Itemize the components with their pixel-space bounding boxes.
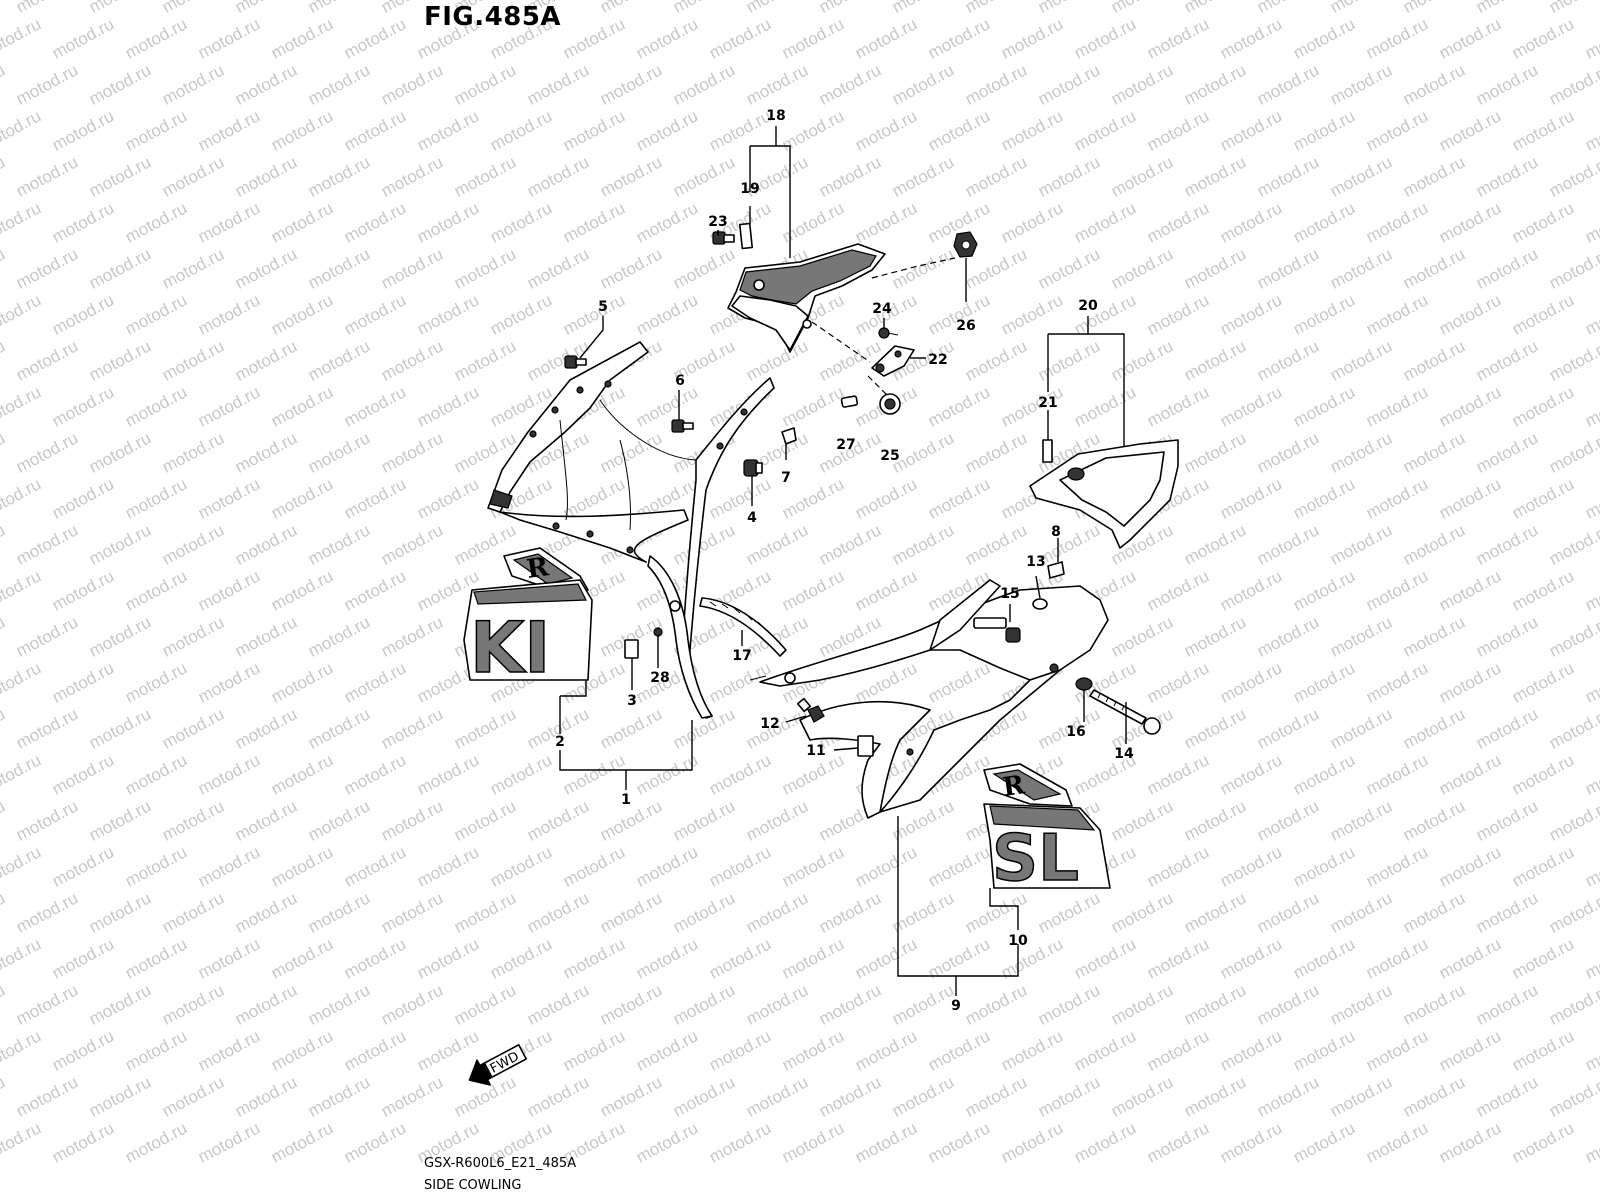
bolt-23 xyxy=(712,231,735,245)
bolt-5 xyxy=(564,355,587,369)
svg-text:SL: SL xyxy=(992,822,1079,896)
screw-28 xyxy=(653,627,663,637)
callout-9: 9 xyxy=(951,998,961,1014)
callout-14: 14 xyxy=(1114,746,1134,762)
callout-lines xyxy=(559,126,1127,996)
callout-24: 24 xyxy=(872,301,892,317)
callout-4: 4 xyxy=(747,510,757,526)
callout-1: 1 xyxy=(621,792,631,808)
leader-22 xyxy=(811,321,871,363)
callout-26: 26 xyxy=(956,318,975,334)
callout-16: 16 xyxy=(1066,724,1085,740)
callout-15: 15 xyxy=(1000,586,1019,602)
footer-model-code: GSX-R600L6_E21_485A xyxy=(424,1156,577,1171)
inner-cover-part xyxy=(1029,439,1179,549)
clip-27 xyxy=(840,395,859,408)
figure-title: FIG.485A xyxy=(424,2,562,32)
svg-text:R: R xyxy=(525,552,551,585)
leader-26 xyxy=(871,257,956,279)
decal-side-upper: KI xyxy=(463,579,593,690)
svg-text:KI: KI xyxy=(470,607,550,689)
sticker-11 xyxy=(857,735,874,757)
sticker-21 xyxy=(1042,439,1053,463)
footer-section-name: SIDE COWLING xyxy=(424,1178,522,1193)
washer-16 xyxy=(1075,677,1093,691)
callout-19: 19 xyxy=(740,181,759,197)
callout-8: 8 xyxy=(1051,524,1061,540)
emblem-gsxr-upper: R xyxy=(503,547,589,591)
grommet-25 xyxy=(879,393,901,415)
callout-5: 5 xyxy=(598,299,608,315)
callout-13: 13 xyxy=(1026,554,1045,570)
sticker-3 xyxy=(624,639,639,659)
callout-11: 11 xyxy=(806,743,825,759)
upper-bracket-part xyxy=(727,243,886,353)
emblem-gsxr-lower: R xyxy=(983,763,1073,807)
callout-labels: 18 19 23 24 26 22 5 6 7 4 27 25 20 21 8 … xyxy=(555,108,1134,1014)
callout-17: 17 xyxy=(732,648,751,664)
grommet-4 xyxy=(743,459,763,477)
decal-side-lower: SL xyxy=(983,803,1111,897)
collar-15 xyxy=(973,617,1021,643)
callout-27: 27 xyxy=(836,437,855,453)
sticker-8 xyxy=(1047,561,1065,579)
callout-18: 18 xyxy=(766,108,785,124)
upper-cowling-part xyxy=(487,341,775,719)
callout-22: 22 xyxy=(928,352,947,368)
screw-24 xyxy=(878,327,899,339)
callout-23: 23 xyxy=(708,214,727,230)
trim-strip-17 xyxy=(699,597,787,657)
callout-7: 7 xyxy=(781,470,791,486)
bolt-6 xyxy=(671,419,694,433)
side-cowling-part xyxy=(749,579,1109,819)
rivet-7 xyxy=(781,427,797,445)
callout-21: 21 xyxy=(1038,395,1057,411)
callout-12: 12 xyxy=(760,716,779,732)
callout-25: 25 xyxy=(880,448,899,464)
nut-26 xyxy=(953,231,978,258)
grommet-13 xyxy=(1032,598,1048,610)
callout-10: 10 xyxy=(1008,933,1028,949)
svg-text:R: R xyxy=(1001,770,1027,803)
callout-28: 28 xyxy=(650,670,669,686)
fwd-arrow-icon: FWD xyxy=(468,1044,528,1086)
bolt-12 xyxy=(796,697,825,723)
bolt-14 xyxy=(1089,689,1161,735)
callout-2: 2 xyxy=(555,734,565,750)
callout-6: 6 xyxy=(675,373,685,389)
leader-25 xyxy=(867,375,889,397)
bracket-plate-22 xyxy=(871,345,915,377)
callout-3: 3 xyxy=(627,693,637,709)
callout-20: 20 xyxy=(1078,298,1098,314)
bracket-sticker-19 xyxy=(738,222,754,250)
